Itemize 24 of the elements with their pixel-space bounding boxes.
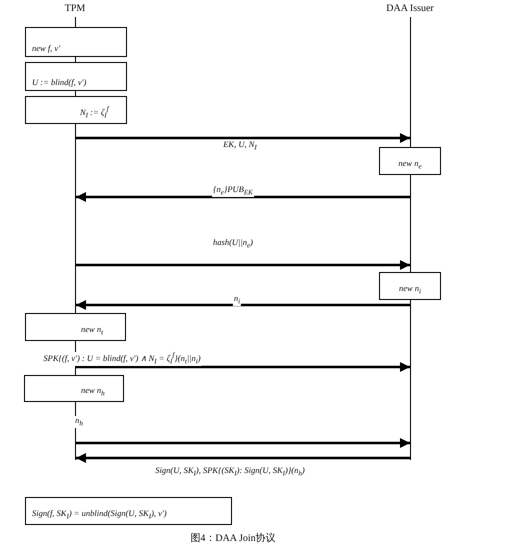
activation-box: new n$_{e}$: [379, 147, 441, 175]
activation-box: Sign(f, SK$_{I}$) = unblind(Sign(U, SK$_{I}$), v'): [25, 497, 232, 525]
edge-label: {n$_{e}$}PUB$_{EK}$: [212, 185, 254, 198]
message-arrow: [76, 192, 410, 202]
edge-label: Sign(U, SK$_{I}$), SPK{(SK$_{I}$): Sign(U, SK$_{I}$)}(n$_{h}$): [154, 466, 306, 478]
edge-label: SPK{(f, v') : U = blind(f, v') ∧ N$_{I}$ = ζ$_{I}$$^{f}$}(n$_{t}$||n$_{i}$): [42, 352, 202, 366]
edge-label: EK, U, N$_{I}$: [222, 140, 258, 152]
edge-label: n$_{h}$: [74, 416, 84, 428]
activation-box: U := blind(f, v'): [25, 62, 127, 91]
participant-label: TPM: [64, 3, 86, 14]
message-arrow: [76, 260, 410, 270]
message-arrow: [76, 133, 410, 143]
edge-label: n$_{i}$: [232, 294, 242, 306]
activation-box: new n$_{t}$: [25, 313, 126, 341]
edge-label: hash(U||n$_{e}$): [212, 238, 254, 250]
activation-box: new f, v': [25, 27, 127, 57]
participant-label: DAA Issuer: [386, 3, 434, 14]
caption: 图4：DAA Join协议: [190, 532, 276, 545]
message-arrow: [76, 453, 410, 463]
activation-box: new n$_{i}$: [379, 272, 441, 300]
activation-box: new n$_{h}$: [24, 375, 124, 402]
message-arrow: [76, 362, 410, 372]
message-arrow: [76, 438, 410, 448]
message-arrow: [76, 300, 410, 310]
